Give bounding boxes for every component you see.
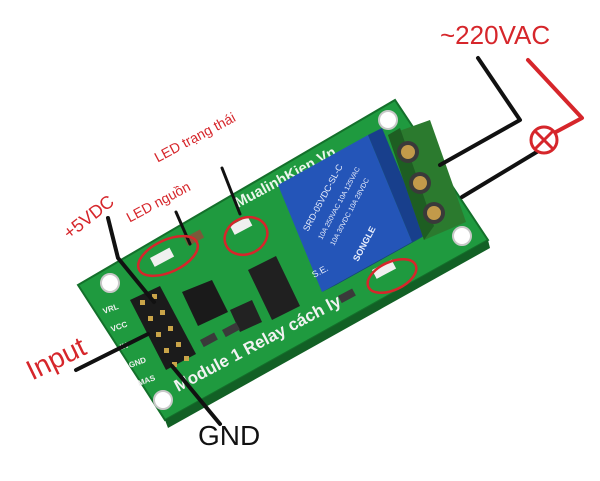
ac-wire-black: [438, 56, 522, 167]
ac-wire-black: [460, 148, 542, 199]
highlights: [136, 215, 418, 295]
vcc-wire: [106, 216, 156, 304]
mounting-hole: [100, 273, 120, 293]
led-power-highlight: [136, 234, 200, 278]
mounting-hole: [452, 226, 472, 246]
led-status-pointer: [220, 166, 242, 216]
transistor: [230, 300, 262, 332]
optocoupler-chip: [182, 280, 228, 326]
pin-header: [130, 286, 196, 370]
gnd-label: GND: [198, 420, 261, 451]
terminal-screw: [409, 172, 431, 194]
terminal-screw: [397, 141, 419, 163]
relay: SRD-05VDC-SL-C 10A 250VAC 10A 125VAC 10A…: [278, 128, 426, 292]
relay-led-highlight: [366, 257, 418, 295]
ac-voltage-label: ~220VAC: [440, 20, 551, 50]
mounting-hole: [153, 390, 173, 410]
wires: [74, 56, 584, 426]
terminal-block: [388, 120, 466, 240]
led-status-highlight: [223, 215, 269, 257]
gnd-wire: [170, 364, 222, 426]
led-power-pointer: [174, 210, 192, 246]
terminal-screw: [423, 202, 445, 224]
lamp-icon: [529, 125, 559, 155]
input-wire: [74, 332, 150, 372]
ac-wire-red: [526, 58, 584, 135]
mounting-hole: [378, 110, 398, 130]
diode: [248, 256, 300, 320]
